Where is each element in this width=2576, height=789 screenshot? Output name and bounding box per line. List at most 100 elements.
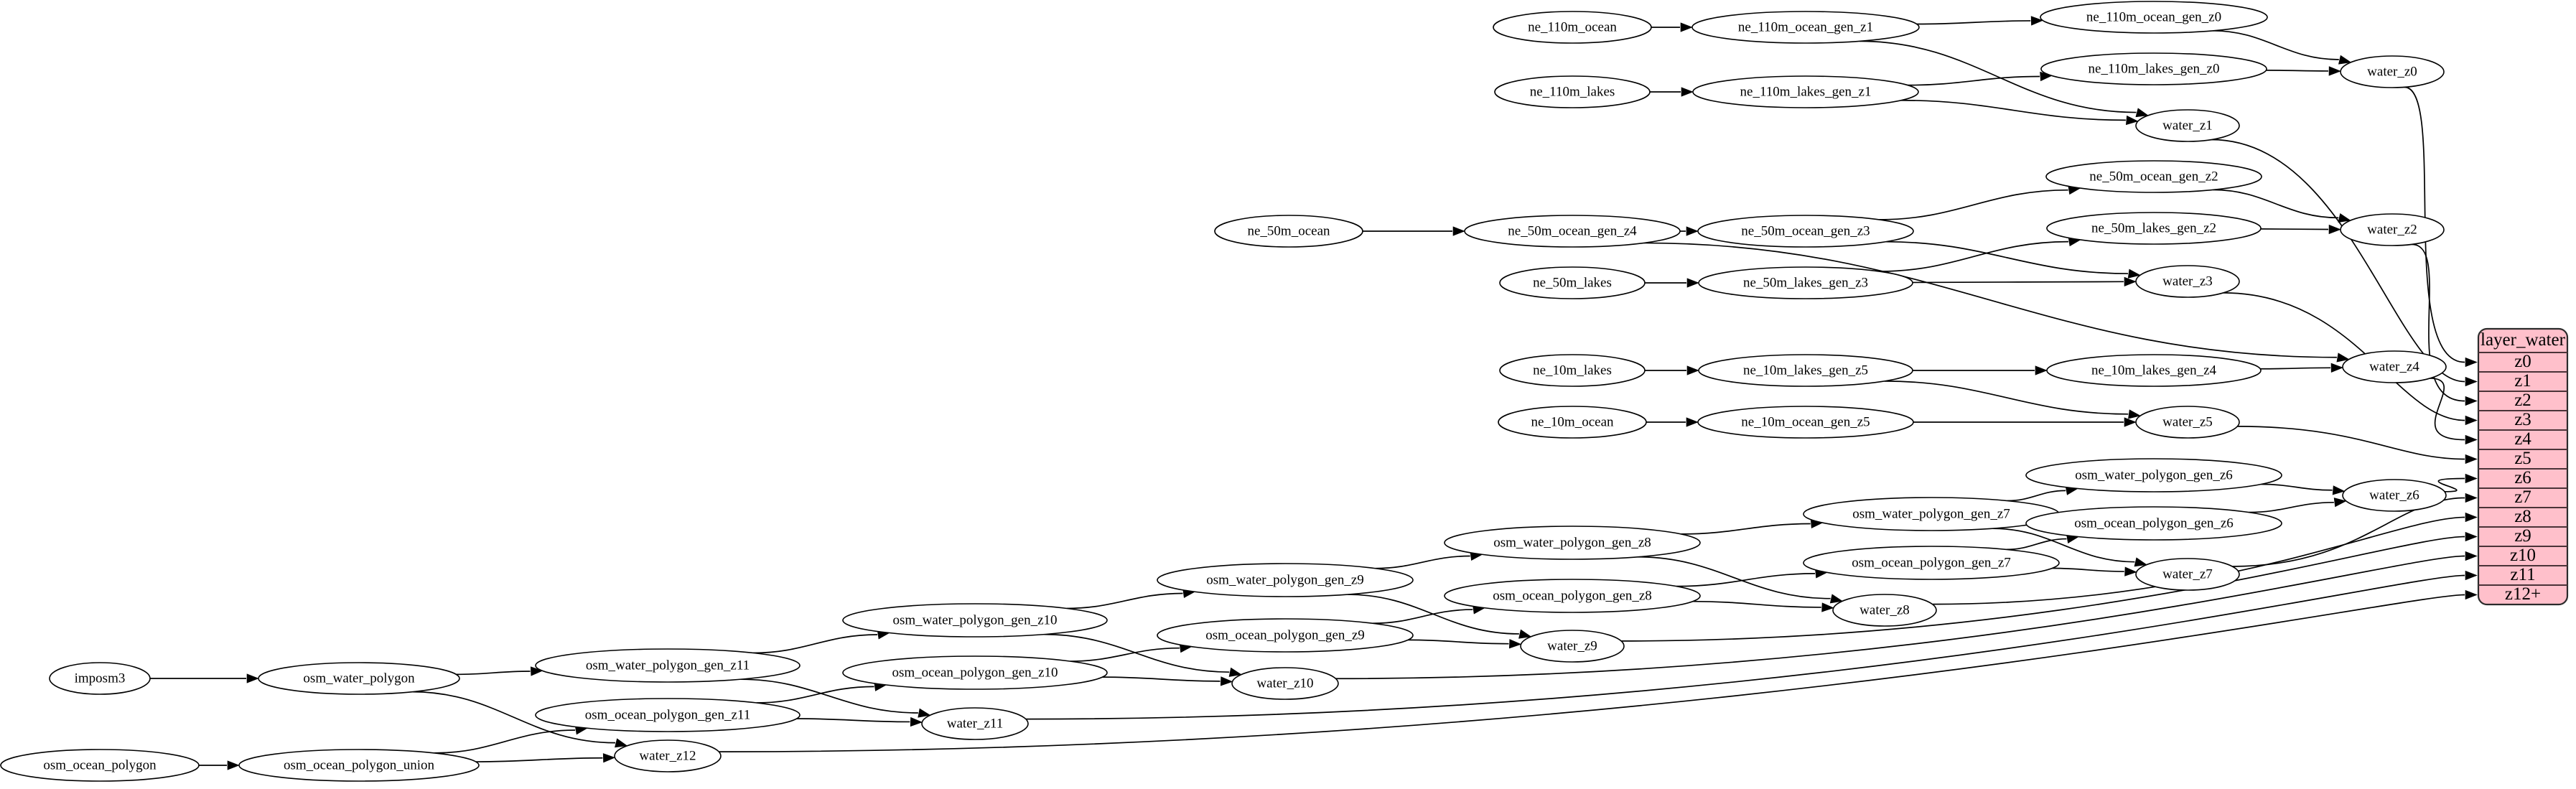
node-water_z6[interactable]: water_z6 bbox=[2342, 479, 2447, 512]
edge-arrowhead bbox=[2333, 498, 2347, 508]
node-osm_ocean_polygon[interactable]: osm_ocean_polygon bbox=[0, 749, 200, 782]
edge-arrowhead bbox=[2338, 55, 2352, 65]
node-label-osm_ocean_polygon_gen_z11: osm_ocean_polygon_gen_z11 bbox=[585, 707, 750, 722]
node-osm_ocean_polygon_gen_z6[interactable]: osm_ocean_polygon_gen_z6 bbox=[2025, 506, 2282, 541]
edge-line bbox=[1885, 241, 2129, 274]
node-water_z7[interactable]: water_z7 bbox=[2135, 558, 2240, 591]
node-ellipse-ne_10m_ocean bbox=[1498, 406, 1647, 439]
node-osm_water_polygon_gen_z6[interactable]: osm_water_polygon_gen_z6 bbox=[2025, 458, 2282, 492]
edge-arrowhead bbox=[918, 708, 931, 718]
edge-osm_ocean_polygon_gen_z8-to-water_z8 bbox=[1692, 600, 1834, 612]
node-ne_110m_lakes[interactable]: ne_110m_lakes bbox=[1494, 75, 1651, 108]
node-water_z4[interactable]: water_z4 bbox=[2342, 350, 2447, 383]
node-water_z11[interactable]: water_z11 bbox=[921, 707, 1029, 740]
node-label-ne_50m_ocean: ne_50m_ocean bbox=[1247, 223, 1330, 238]
edge-ne_50m_ocean_gen_z3-to-water_z3 bbox=[1885, 241, 2141, 279]
node-ellipse-osm_ocean_polygon_gen_z9 bbox=[1157, 618, 1414, 653]
edge-line bbox=[434, 729, 576, 754]
node-imposm3[interactable]: imposm3 bbox=[49, 662, 151, 695]
node-ne_50m_ocean_gen_z3[interactable]: ne_50m_ocean_gen_z3 bbox=[1697, 215, 1914, 248]
edge-osm_water_polygon_gen_z7-to-water_z7 bbox=[1992, 528, 2147, 567]
node-water_z10[interactable]: water_z10 bbox=[1231, 667, 1339, 700]
node-ellipse-osm_water_polygon_gen_z11 bbox=[535, 648, 801, 683]
legend-edge-water_z10 bbox=[1335, 551, 2478, 680]
node-label-ne_50m_ocean_gen_z4: ne_50m_ocean_gen_z4 bbox=[1508, 223, 1637, 238]
node-label-osm_water_polygon_gen_z11: osm_water_polygon_gen_z11 bbox=[586, 658, 750, 673]
edge-line bbox=[1900, 99, 2126, 121]
node-ne_110m_ocean[interactable]: ne_110m_ocean bbox=[1493, 11, 1652, 44]
node-ne_50m_ocean_gen_z4[interactable]: ne_50m_ocean_gen_z4 bbox=[1464, 215, 1681, 248]
edge-osm_ocean_polygon_union-to-osm_ocean_polygon_gen_z11 bbox=[434, 725, 588, 754]
node-label-imposm3: imposm3 bbox=[75, 671, 126, 686]
node-label-water_z5: water_z5 bbox=[2162, 414, 2213, 429]
node-osm_water_polygon_gen_z7[interactable]: osm_water_polygon_gen_z7 bbox=[1803, 497, 2060, 531]
node-label-water_z12: water_z12 bbox=[639, 748, 696, 763]
node-ne_110m_ocean_gen_z1[interactable]: ne_110m_ocean_gen_z1 bbox=[1691, 11, 1920, 44]
legend-row-label-z12+: z12+ bbox=[2505, 584, 2541, 604]
edge-line bbox=[1992, 528, 2135, 563]
node-label-ne_10m_lakes: ne_10m_lakes bbox=[1533, 363, 1612, 378]
node-ne_10m_ocean_gen_z5[interactable]: ne_10m_ocean_gen_z5 bbox=[1697, 406, 1914, 439]
node-ne_10m_lakes_gen_z5[interactable]: ne_10m_lakes_gen_z5 bbox=[1698, 354, 1913, 387]
node-osm_water_polygon[interactable]: osm_water_polygon bbox=[258, 662, 460, 695]
node-label-water_z7: water_z7 bbox=[2162, 566, 2213, 582]
legend-edge-water_z5 bbox=[2237, 426, 2478, 464]
edge-arrowhead bbox=[1452, 226, 1465, 236]
legend-edge-arrowhead bbox=[2465, 357, 2478, 368]
edge-osm_ocean_polygon_gen_z11-to-water_z11 bbox=[796, 716, 923, 727]
node-label-osm_ocean_polygon_gen_z9: osm_ocean_polygon_gen_z9 bbox=[1205, 627, 1365, 643]
node-ne_50m_lakes_gen_z2[interactable]: ne_50m_lakes_gen_z2 bbox=[2046, 212, 2262, 245]
node-water_z0[interactable]: water_z0 bbox=[2340, 55, 2445, 88]
legend-edge-arrowhead bbox=[2465, 531, 2478, 542]
node-label-osm_ocean_polygon_gen_z6: osm_ocean_polygon_gen_z6 bbox=[2074, 515, 2234, 531]
node-osm_ocean_polygon_union[interactable]: osm_ocean_polygon_union bbox=[238, 749, 480, 782]
node-ne_10m_ocean[interactable]: ne_10m_ocean bbox=[1498, 406, 1647, 439]
node-water_z5[interactable]: water_z5 bbox=[2135, 406, 2240, 439]
node-ne_50m_lakes[interactable]: ne_50m_lakes bbox=[1499, 266, 1646, 299]
edge-line bbox=[1044, 633, 1230, 673]
node-water_z12[interactable]: water_z12 bbox=[614, 739, 722, 772]
node-ellipse-ne_10m_lakes_gen_z5 bbox=[1698, 354, 1913, 387]
node-osm_ocean_polygon_gen_z7[interactable]: osm_ocean_polygon_gen_z7 bbox=[1803, 546, 2060, 580]
edge-line bbox=[1375, 555, 1470, 569]
node-osm_ocean_polygon_gen_z8[interactable]: osm_ocean_polygon_gen_z8 bbox=[1444, 579, 1701, 613]
edge-ne_110m_lakes_gen_z1-to-water_z1 bbox=[1900, 99, 2139, 126]
edge-line bbox=[1916, 20, 2031, 25]
node-ellipse-water_z2 bbox=[2340, 213, 2445, 246]
edge-arrowhead bbox=[1508, 639, 1522, 649]
edge-line bbox=[796, 718, 910, 723]
node-water_z1[interactable]: water_z1 bbox=[2135, 109, 2240, 142]
node-ne_10m_lakes[interactable]: ne_10m_lakes bbox=[1499, 354, 1646, 387]
node-ne_110m_lakes_gen_z1[interactable]: ne_110m_lakes_gen_z1 bbox=[1692, 75, 1919, 108]
node-osm_water_polygon_gen_z9[interactable]: osm_water_polygon_gen_z9 bbox=[1157, 563, 1414, 597]
node-osm_water_polygon_gen_z10[interactable]: osm_water_polygon_gen_z10 bbox=[842, 603, 1108, 638]
edge-line bbox=[1879, 241, 2069, 272]
node-label-osm_ocean_polygon_gen_z10: osm_ocean_polygon_gen_z10 bbox=[892, 665, 1058, 680]
edge-arrowhead bbox=[2332, 485, 2346, 495]
node-ne_50m_ocean_gen_z2[interactable]: ne_50m_ocean_gen_z2 bbox=[2045, 160, 2262, 193]
node-label-ne_50m_ocean_gen_z2: ne_50m_ocean_gen_z2 bbox=[2089, 169, 2218, 184]
node-ellipse-water_z3 bbox=[2135, 265, 2240, 298]
node-osm_water_polygon_gen_z11[interactable]: osm_water_polygon_gen_z11 bbox=[535, 648, 801, 683]
node-ellipse-water_z8 bbox=[1832, 594, 1937, 627]
node-water_z8[interactable]: water_z8 bbox=[1832, 594, 1937, 627]
node-ne_110m_ocean_gen_z0[interactable]: ne_110m_ocean_gen_z0 bbox=[2040, 1, 2268, 34]
edge-arrowhead bbox=[2030, 16, 2044, 26]
node-osm_water_polygon_gen_z8[interactable]: osm_water_polygon_gen_z8 bbox=[1444, 526, 1701, 560]
node-ne_50m_lakes_gen_z3[interactable]: ne_50m_lakes_gen_z3 bbox=[1698, 266, 1913, 299]
edge-osm_water_polygon_gen_z8-to-water_z8 bbox=[1638, 556, 1844, 604]
legend-row-label-z1: z1 bbox=[2514, 371, 2531, 391]
node-osm_ocean_polygon_gen_z11[interactable]: osm_ocean_polygon_gen_z11 bbox=[535, 698, 801, 732]
node-ne_110m_lakes_gen_z0[interactable]: ne_110m_lakes_gen_z0 bbox=[2040, 52, 2267, 85]
node-water_z3[interactable]: water_z3 bbox=[2135, 265, 2240, 298]
node-water_z9[interactable]: water_z9 bbox=[1520, 630, 1625, 663]
node-ne_50m_ocean[interactable]: ne_50m_ocean bbox=[1214, 215, 1363, 248]
edge-line bbox=[1638, 556, 1831, 599]
legend-edge-arrowhead bbox=[2465, 473, 2478, 484]
node-label-osm_ocean_polygon: osm_ocean_polygon bbox=[43, 757, 157, 772]
node-osm_ocean_polygon_gen_z10[interactable]: osm_ocean_polygon_gen_z10 bbox=[842, 655, 1108, 690]
node-label-osm_water_polygon: osm_water_polygon bbox=[303, 671, 415, 686]
node-water_z2[interactable]: water_z2 bbox=[2340, 213, 2445, 246]
node-osm_ocean_polygon_gen_z9[interactable]: osm_ocean_polygon_gen_z9 bbox=[1157, 618, 1414, 653]
node-ne_10m_lakes_gen_z4[interactable]: ne_10m_lakes_gen_z4 bbox=[2046, 354, 2262, 387]
